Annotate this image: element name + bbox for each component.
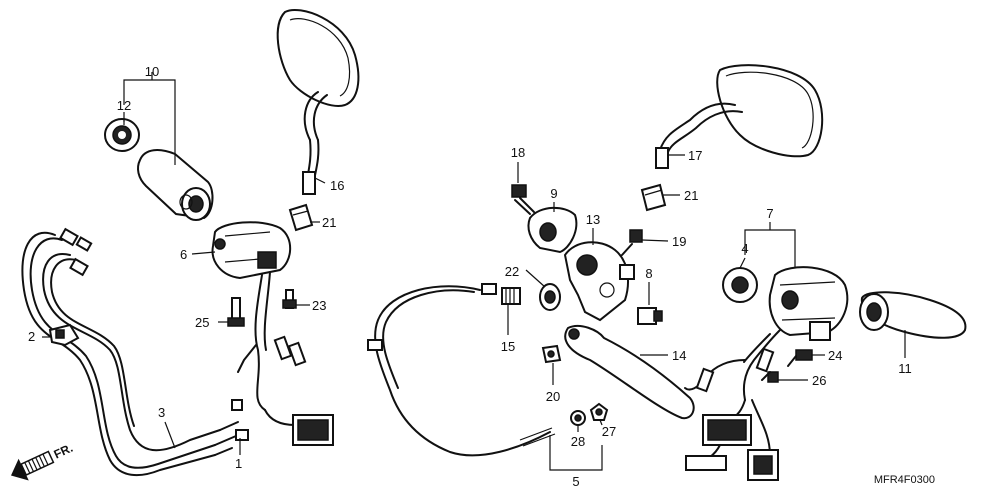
callout-18: 18	[511, 145, 525, 160]
lever-bracket-13	[563, 241, 635, 322]
callout-6: 6	[180, 247, 187, 262]
callout-4: 4	[741, 241, 748, 256]
callout-16: 16	[330, 178, 344, 193]
direction-label: FR.	[52, 441, 75, 462]
screw-24	[787, 349, 813, 367]
screw-23	[282, 289, 297, 309]
callout-17: 17	[688, 148, 702, 163]
front-direction-arrow: FR.	[10, 441, 75, 481]
callout-labels: 10 12 16 21 6 23 25 2 3 1 18 9 13 19 22 …	[28, 64, 912, 489]
callout-12: 12	[117, 98, 131, 113]
cable-clamp	[48, 323, 80, 347]
callout-5: 5	[572, 474, 579, 489]
right-grip-11	[859, 291, 967, 339]
callout-24: 24	[828, 348, 842, 363]
callout-3: 3	[158, 405, 165, 420]
callout-2: 2	[28, 329, 35, 344]
callout-8: 8	[645, 266, 652, 281]
callout-13: 13	[586, 212, 600, 227]
callout-11: 11	[898, 361, 912, 376]
adjuster-22	[539, 283, 561, 311]
right-connectors	[685, 399, 779, 481]
callout-15: 15	[501, 339, 515, 354]
callout-23: 23	[312, 298, 326, 313]
callout-27: 27	[602, 424, 616, 439]
callout-10: 10	[145, 64, 159, 79]
nut-27	[589, 402, 609, 421]
callout-19: 19	[672, 234, 686, 249]
callout-26: 26	[812, 373, 826, 388]
clutch-lever-14	[564, 324, 695, 420]
adjusting-nut-21-left	[288, 203, 314, 232]
callout-14: 14	[672, 348, 686, 363]
callout-20: 20	[546, 389, 560, 404]
throttle-grip	[137, 149, 214, 221]
callout-1: 1	[235, 456, 242, 471]
callout-21-right: 21	[684, 188, 698, 203]
left-connector	[264, 409, 334, 446]
left-mirror	[276, 8, 360, 195]
callout-25: 25	[195, 315, 209, 330]
right-mirror	[655, 64, 824, 169]
nut-28	[570, 410, 586, 426]
grip-collar-4	[722, 267, 758, 303]
clutch-switch-8	[637, 307, 663, 325]
leader-lines	[42, 72, 906, 471]
screw-25	[227, 297, 245, 327]
callout-7: 7	[766, 206, 773, 221]
callout-28: 28	[571, 434, 585, 449]
bolt-18	[511, 184, 535, 215]
diagram-code: MFR4F0300	[874, 474, 935, 486]
right-switch-housing	[684, 266, 849, 401]
callout-9: 9	[550, 186, 557, 201]
screw-15	[501, 287, 521, 305]
grip-collar	[104, 118, 140, 152]
adjusting-nut-21-right	[640, 183, 667, 212]
left-switch-housing	[211, 221, 307, 411]
callout-21-left: 21	[322, 215, 336, 230]
nut-20	[541, 344, 562, 364]
throttle-cables	[21, 227, 249, 477]
bolt-19	[621, 229, 643, 256]
clutch-cable	[367, 283, 556, 457]
callout-22: 22	[505, 264, 519, 279]
screw-26	[761, 371, 779, 383]
lever-holder-9	[527, 206, 578, 254]
